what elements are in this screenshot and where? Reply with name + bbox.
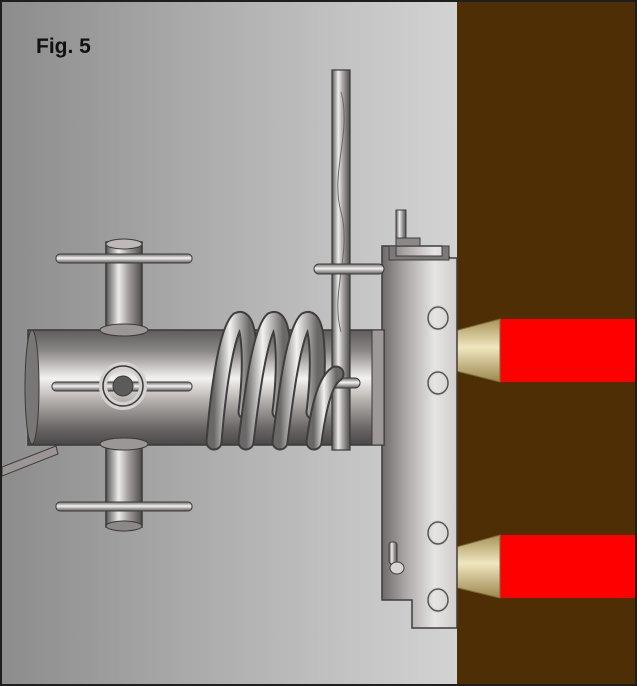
cable — [2, 445, 59, 477]
plate-bracket — [388, 245, 450, 261]
lower-loops — [426, 520, 450, 613]
tube-end — [24, 329, 40, 445]
rod-clip-upper — [313, 263, 385, 275]
lower-post-bottom — [105, 520, 143, 532]
coil-spring — [205, 311, 345, 451]
lower-post — [105, 441, 143, 528]
upper-handle — [55, 253, 193, 264]
tube-ring-outline — [102, 365, 144, 407]
upper-red-bar — [500, 319, 635, 382]
plate-tab-foot — [395, 237, 421, 247]
vertical-rod — [331, 69, 351, 451]
rod-twist — [337, 91, 345, 333]
tube-ring-hole — [112, 375, 134, 397]
lower-handle — [55, 501, 193, 512]
upper-post-top — [105, 238, 143, 250]
upper-post-base — [99, 323, 149, 337]
lower-red-bar — [500, 535, 635, 598]
upper-loops — [426, 305, 450, 396]
lower-post-top — [99, 437, 149, 451]
plate-pin-head — [389, 561, 405, 575]
tube-collar — [371, 329, 385, 446]
figure-label: Fig. 5 — [36, 35, 91, 58]
plate-pin — [388, 541, 398, 565]
